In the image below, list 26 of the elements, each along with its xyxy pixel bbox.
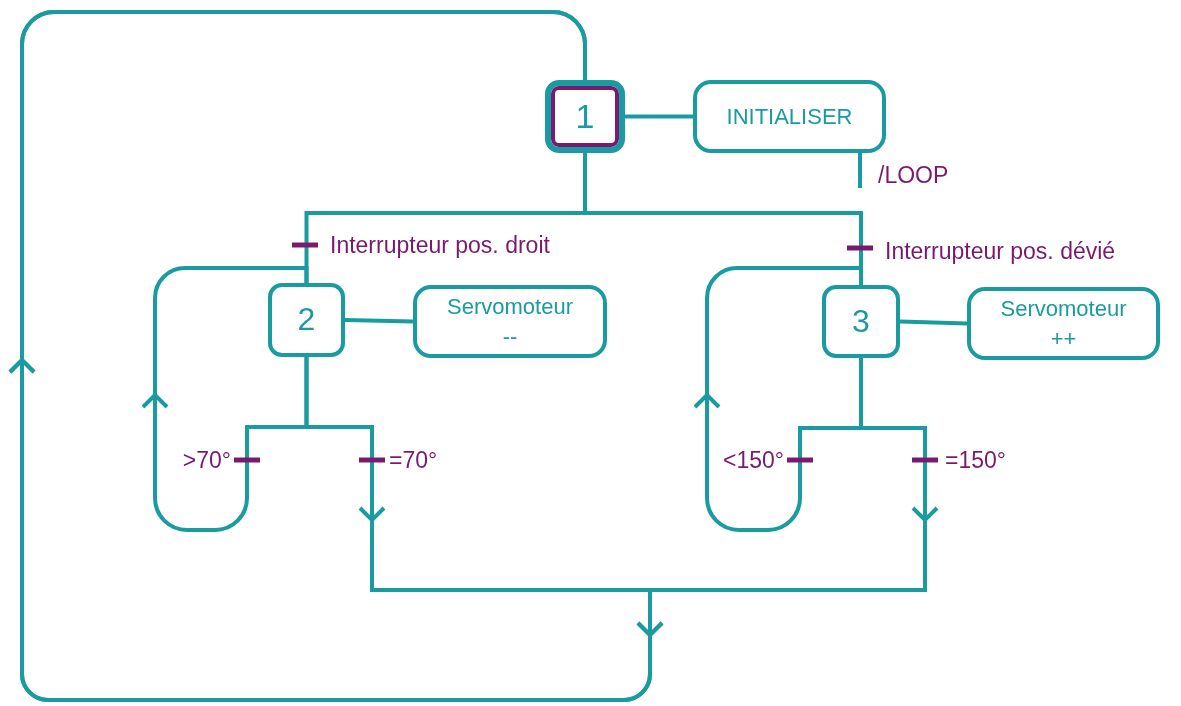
connector [8,10,939,702]
action-text: Servomoteur -- [446,292,574,351]
transition-label: =150° [945,447,1006,473]
action-text: INITIALISER [726,102,853,131]
step-number: 1 [575,95,595,137]
action-box [413,285,607,358]
transition-label: >70° [182,447,231,473]
transition-label: /LOOP [878,162,949,188]
connector [344,318,414,324]
transition-label: =70° [389,447,438,473]
connector [693,266,863,532]
step-box [822,285,900,358]
initial-step-box [545,80,625,153]
transition-label: Interrupteur pos. dévié [885,238,1116,264]
step-number: 2 [297,300,316,340]
connector [858,153,862,188]
transition-label: <150° [723,447,784,473]
connector [625,114,693,119]
action-text: Servomoteur ++ [999,294,1128,353]
transition-label: Interrupteur pos. droit [330,232,550,258]
connector [899,319,968,326]
connector [141,266,309,532]
action-box [967,287,1160,360]
step-number: 3 [852,301,870,341]
action-box [693,80,886,153]
step-box [268,283,345,357]
